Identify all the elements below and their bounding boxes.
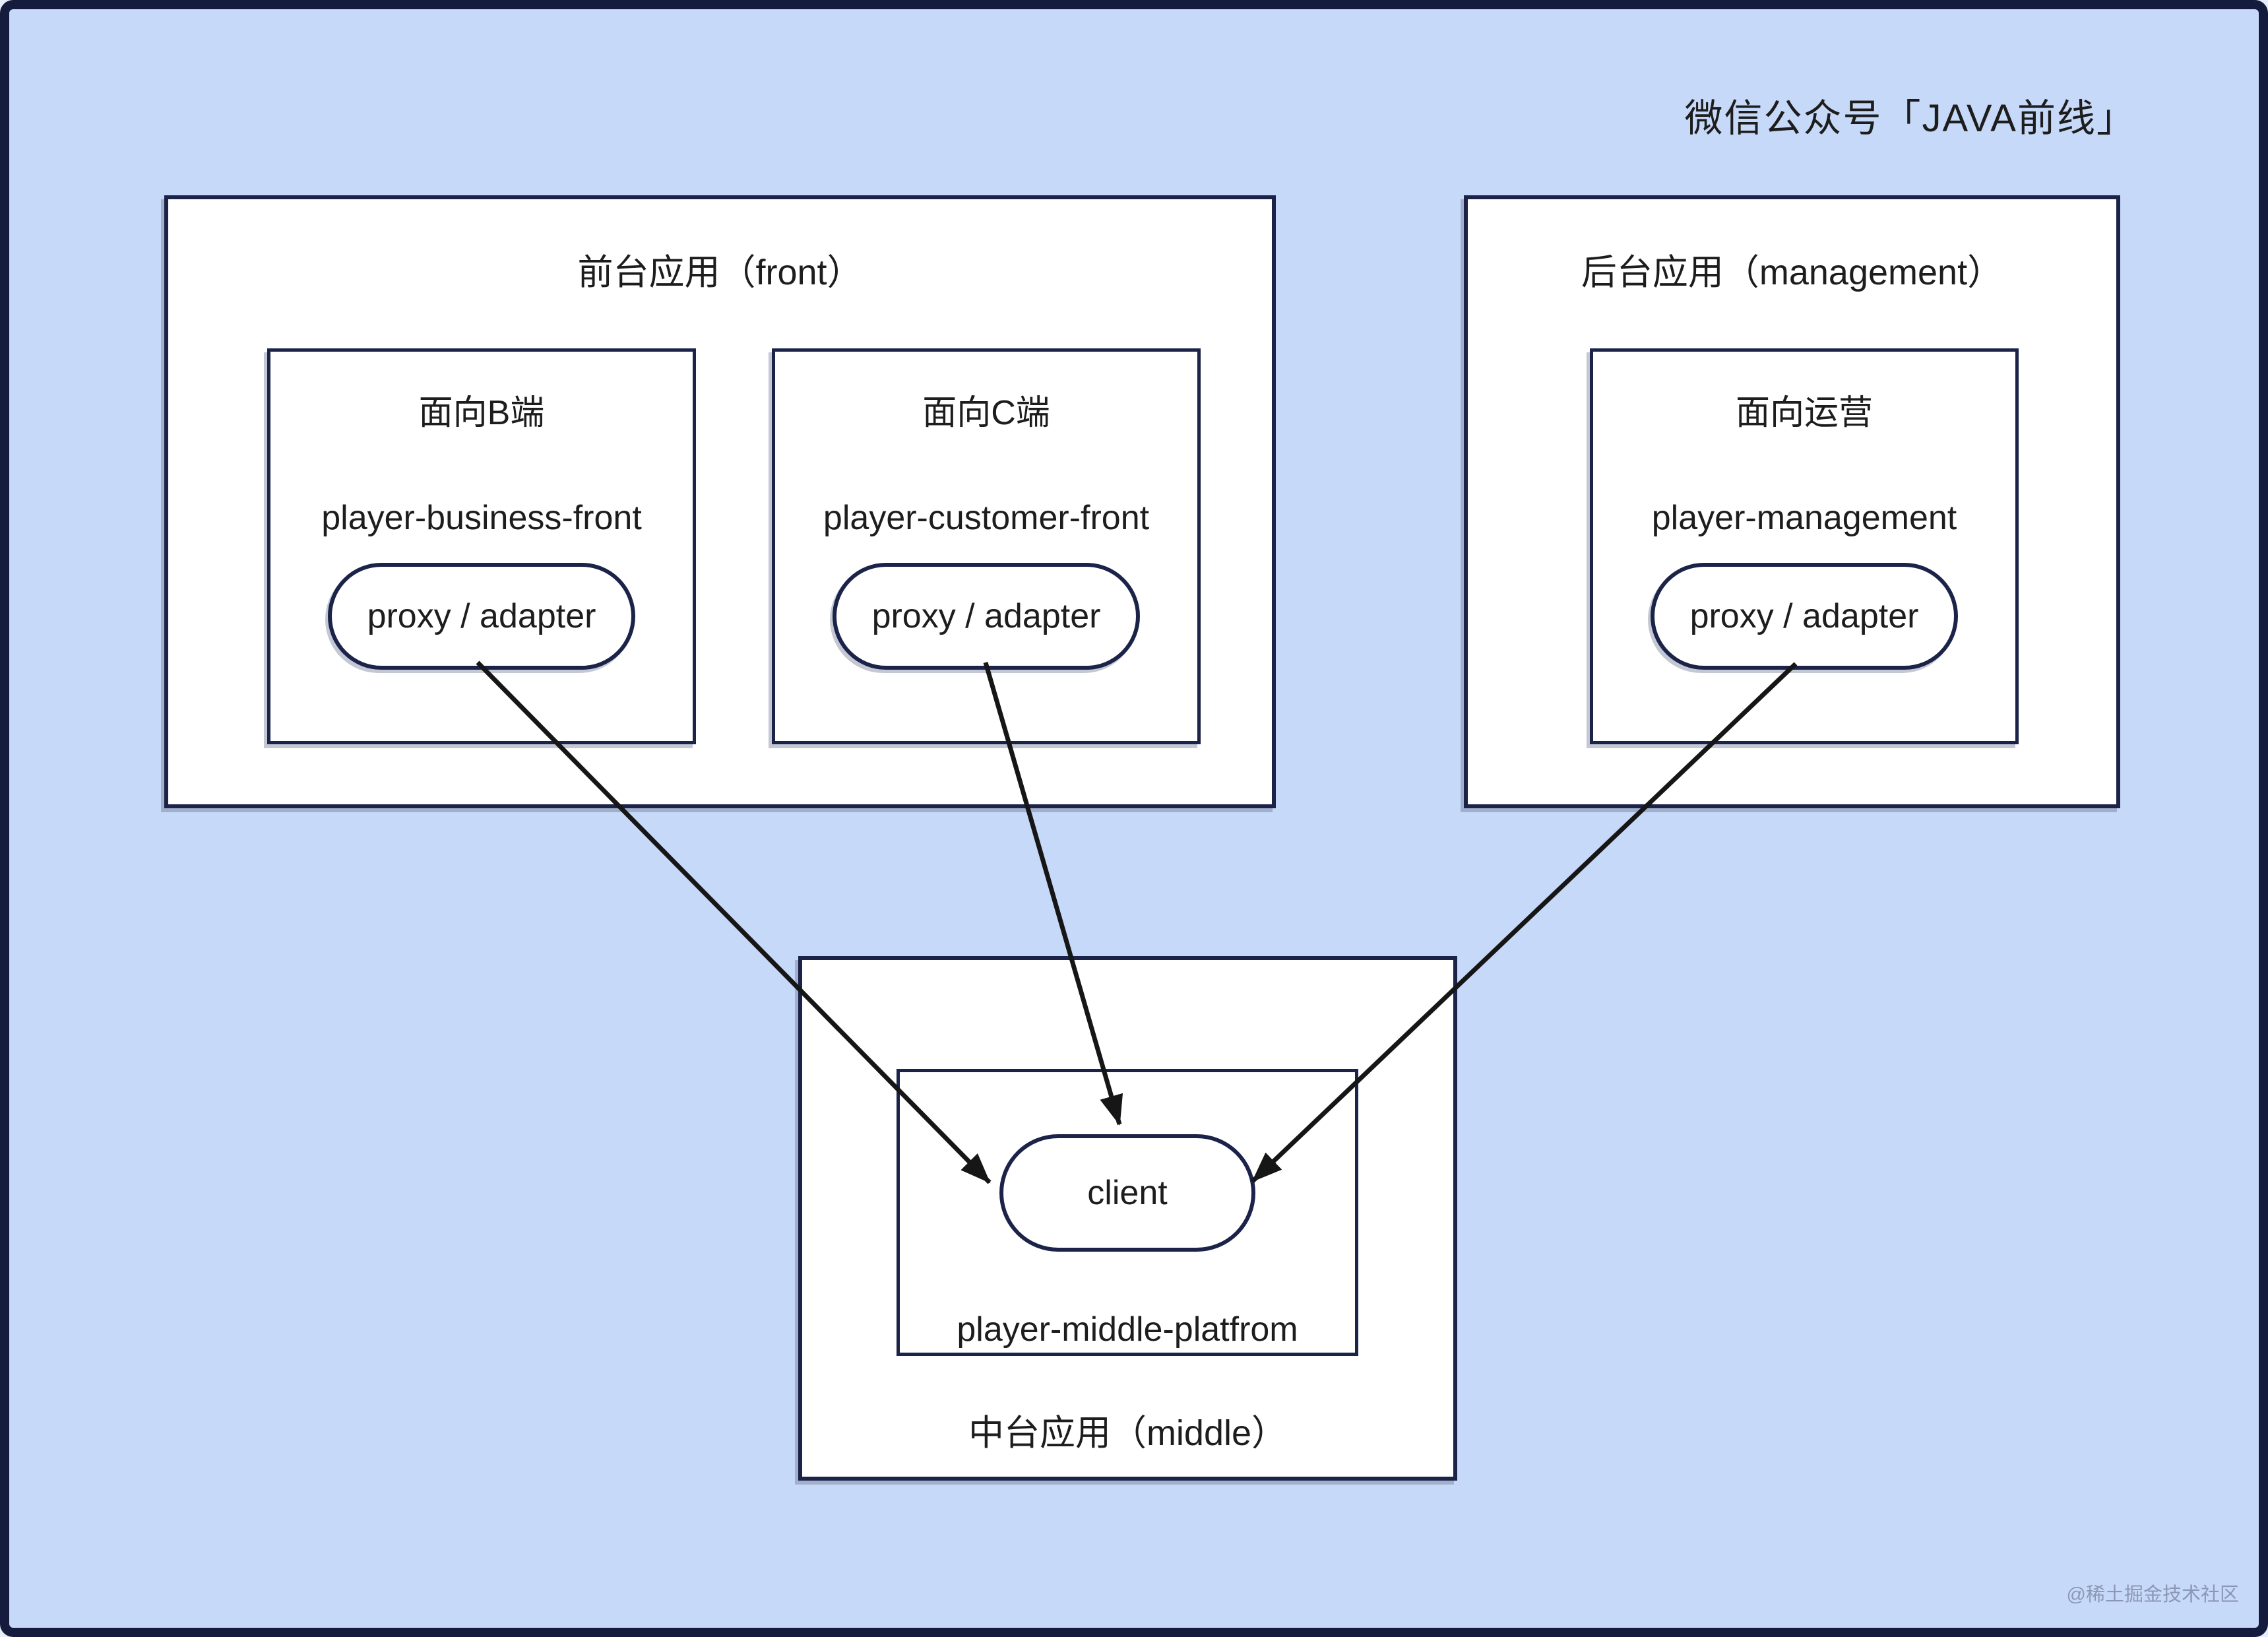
group-box-management: 后台应用（management） 面向运营 player-management … <box>1464 195 2120 808</box>
audience-label: 面向运营 <box>1735 394 1873 432</box>
proxy-adapter-pill: proxy / adapter <box>1651 563 1958 670</box>
app-name: player-customer-front <box>823 499 1150 537</box>
community-watermark: @稀土掘金技术社区 <box>2066 1584 2239 1605</box>
proxy-adapter-pill: proxy / adapter <box>833 563 1140 670</box>
app-box-management: 面向运营 player-management proxy / adapter <box>1590 348 2019 744</box>
client-pill: client <box>999 1134 1255 1252</box>
app-name: player-business-front <box>321 499 642 537</box>
group-box-front: 前台应用（front） 面向B端 player-business-front p… <box>164 195 1276 808</box>
platform-box-middle: client player-middle-platfrom <box>897 1069 1358 1356</box>
proxy-adapter-label: proxy / adapter <box>367 597 596 635</box>
audience-label: 面向C端 <box>922 394 1050 432</box>
group-title-middle: 中台应用（middle） <box>968 1413 1288 1453</box>
proxy-adapter-label: proxy / adapter <box>1689 597 1919 635</box>
app-box-customer-front: 面向C端 player-customer-front proxy / adapt… <box>772 348 1201 744</box>
proxy-adapter-pill: proxy / adapter <box>328 563 635 670</box>
client-label: client <box>1087 1174 1168 1212</box>
app-name: player-management <box>1651 499 1957 537</box>
brand-text: 微信公众号「JAVA前线」 <box>1684 97 2136 140</box>
platform-name: player-middle-platfrom <box>957 1310 1298 1349</box>
audience-label: 面向B端 <box>418 394 545 432</box>
proxy-adapter-label: proxy / adapter <box>871 597 1101 635</box>
group-title-front: 前台应用（front） <box>577 253 863 292</box>
group-title-management: 后台应用（management） <box>1581 253 2003 292</box>
app-box-business-front: 面向B端 player-business-front proxy / adapt… <box>267 348 696 744</box>
group-box-middle: client player-middle-platfrom 中台应用（middl… <box>798 956 1457 1481</box>
